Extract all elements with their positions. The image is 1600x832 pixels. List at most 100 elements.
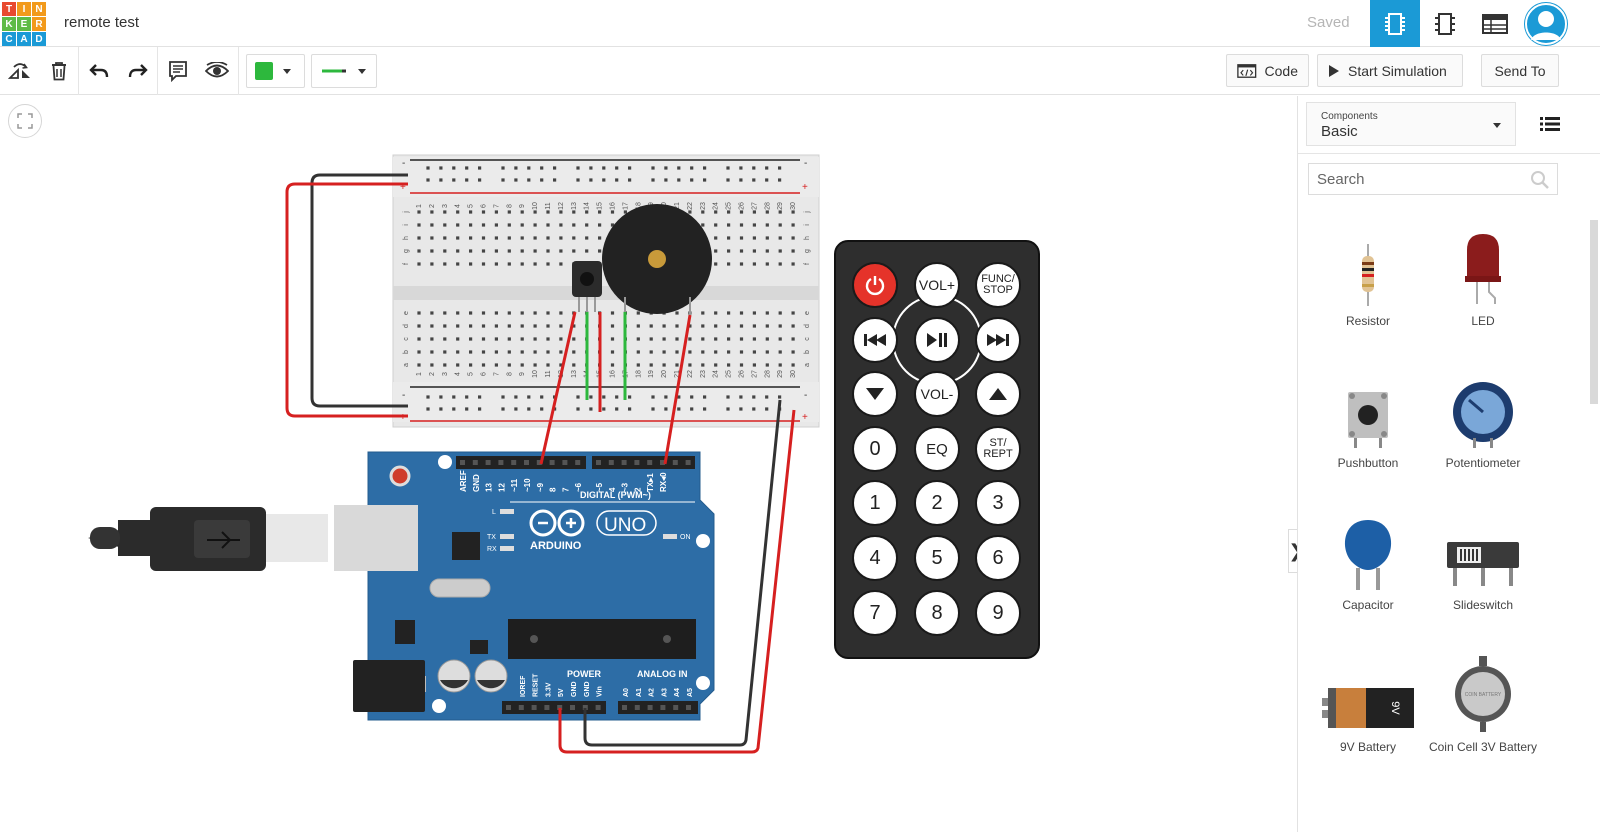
eq-button[interactable]: EQ — [914, 426, 960, 472]
digit-3-button[interactable]: 3 — [975, 480, 1021, 526]
notes-button[interactable] — [160, 47, 196, 95]
row-label: i — [403, 224, 410, 226]
play-pause-button[interactable] — [914, 317, 960, 363]
component-resistor[interactable]: Resistor — [1310, 226, 1426, 328]
capacitor-icon — [1344, 520, 1392, 590]
piezo-buzzer[interactable] — [602, 204, 712, 315]
component-label: Coin Cell 3V Battery — [1428, 740, 1538, 754]
component-slideswitch[interactable]: Slideswitch — [1425, 510, 1541, 612]
component-9v-battery[interactable]: 9V 9V Battery — [1310, 652, 1426, 754]
schematic-view-button[interactable] — [1420, 0, 1470, 47]
next-button[interactable] — [975, 317, 1021, 363]
digit-label: 4 — [869, 546, 881, 569]
panel-scrollbar[interactable] — [1588, 208, 1600, 808]
row-label: f — [804, 263, 811, 265]
circuit-view-button[interactable] — [1370, 0, 1420, 47]
previous-button[interactable] — [852, 317, 898, 363]
up-button[interactable] — [975, 371, 1021, 417]
digit-1-button[interactable]: 1 — [852, 480, 898, 526]
code-label: Code — [1264, 62, 1298, 79]
row-label: c — [804, 337, 811, 341]
power-button[interactable] — [852, 262, 898, 308]
column-label: 19 — [648, 370, 655, 378]
component-potentiometer[interactable]: Potentiometer — [1425, 368, 1541, 470]
digit-0-button[interactable]: 0 — [852, 426, 898, 472]
zoom-to-fit-button[interactable] — [8, 104, 42, 138]
rotate-button[interactable] — [2, 47, 38, 95]
wire-type-picker[interactable] — [311, 54, 377, 88]
digital-pin-label: TX▸1 — [646, 473, 655, 492]
digit-5-button[interactable]: 5 — [914, 535, 960, 581]
digit-4-button[interactable]: 4 — [852, 535, 898, 581]
rail-plus-label: + — [400, 182, 406, 193]
rotate-icon — [8, 63, 30, 79]
list-view-toggle[interactable] — [1528, 104, 1572, 144]
scrollbar-thumb[interactable] — [1590, 220, 1598, 404]
component-list-button[interactable] — [1470, 0, 1520, 47]
column-label: 10 — [532, 370, 539, 378]
component-capacitor[interactable]: Capacitor — [1310, 510, 1426, 612]
redo-button[interactable] — [120, 47, 156, 95]
component-pushbutton[interactable]: Pushbutton — [1310, 368, 1426, 470]
component-label: Slideswitch — [1452, 598, 1514, 612]
vol-up-button[interactable]: VOL+ — [914, 262, 960, 308]
panel-divider — [1298, 153, 1600, 154]
st-rept-button[interactable]: ST/REPT — [975, 426, 1021, 472]
search-icon[interactable] — [1530, 170, 1550, 190]
toolbar: Code Start Simulation Send To — [0, 47, 1600, 95]
column-label: 7 — [493, 372, 500, 376]
delete-button[interactable] — [41, 47, 77, 95]
document-title[interactable]: remote test — [64, 14, 140, 31]
breadboard-holes — [417, 166, 795, 411]
column-label: 4 — [455, 204, 462, 208]
rail-plus-label: + — [802, 182, 808, 193]
logo-letter: T — [2, 2, 16, 16]
reset-button[interactable] — [389, 465, 411, 487]
color-picker[interactable] — [246, 54, 305, 88]
vol-down-button[interactable]: VOL- — [914, 371, 960, 417]
pushbutton-icon — [1348, 392, 1388, 448]
component-label: Capacitor — [1342, 598, 1394, 612]
digit-6-button[interactable]: 6 — [975, 535, 1021, 581]
component-category-select[interactable]: Components Basic — [1306, 102, 1516, 146]
digit-2-button[interactable]: 2 — [914, 480, 960, 526]
power-pin-label: 3.3V — [545, 682, 552, 697]
column-label: 8 — [506, 372, 513, 376]
user-avatar-button[interactable] — [1521, 0, 1571, 47]
start-simulation-button[interactable]: Start Simulation — [1317, 54, 1463, 87]
func-stop-button[interactable]: FUNC/STOP — [975, 262, 1021, 308]
ir-receiver[interactable] — [572, 261, 602, 312]
analog-pin-label: A2 — [649, 688, 656, 697]
digit-7-button[interactable]: 7 — [852, 590, 898, 636]
fit-view-icon — [17, 113, 33, 129]
digit-8-button[interactable]: 8 — [914, 590, 960, 636]
component-coin-cell-battery[interactable]: COIN BATTERY Coin Cell 3V Battery — [1425, 652, 1541, 754]
column-label: 23 — [700, 202, 707, 210]
column-label: 18 — [635, 370, 642, 378]
on-label: ON — [680, 534, 691, 541]
analog-pin-label: A4 — [674, 688, 681, 697]
visibility-button[interactable] — [199, 47, 235, 95]
down-button[interactable] — [852, 371, 898, 417]
send-to-button[interactable]: Send To — [1481, 54, 1559, 87]
breadboard[interactable]: 1122334455667788991010111112121313141415… — [392, 154, 820, 428]
undo-button[interactable] — [81, 47, 117, 95]
digit-label: 2 — [931, 491, 943, 514]
trash-icon — [52, 62, 66, 81]
column-label: 4 — [455, 372, 462, 376]
column-label: 28 — [764, 202, 771, 210]
column-label: 10 — [532, 202, 539, 210]
previous-icon — [864, 334, 886, 346]
digit-9-button[interactable]: 9 — [975, 590, 1021, 636]
power-pin-label: 5V — [558, 688, 565, 697]
code-button[interactable]: Code — [1226, 54, 1309, 87]
wires[interactable] — [285, 173, 796, 754]
component-led[interactable]: LED — [1425, 226, 1541, 328]
potentiometer-icon — [1453, 382, 1513, 448]
component-search-input[interactable] — [1308, 163, 1558, 195]
row-label: g — [804, 249, 811, 253]
